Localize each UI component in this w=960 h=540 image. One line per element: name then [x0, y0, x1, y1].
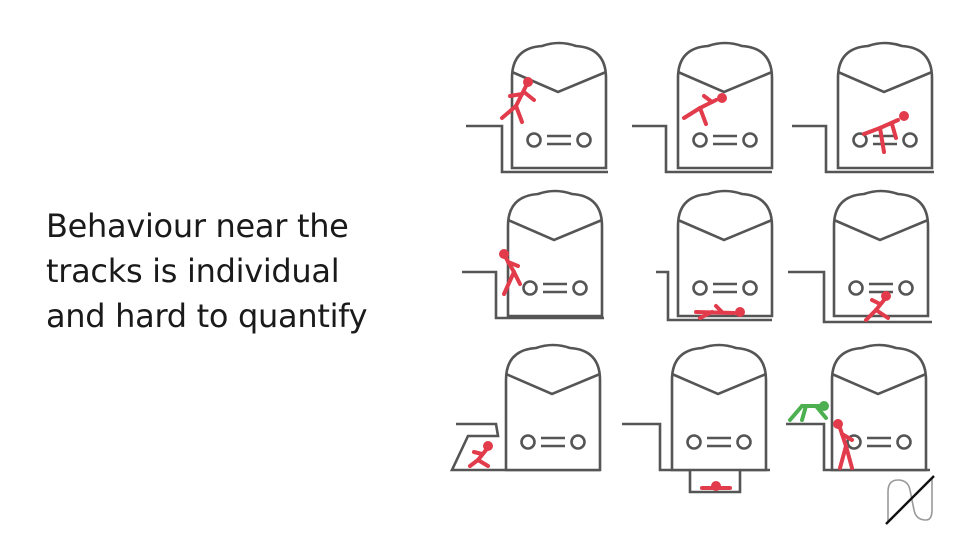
brand-logo-icon [885, 475, 935, 525]
headline-line-3: and hard to quantify [46, 297, 368, 335]
panel-2 [632, 41, 774, 174]
headline: Behaviour near the tracks is individual … [46, 204, 426, 339]
headline-line-1: Behaviour near the [46, 207, 349, 245]
stick-figure-icon [694, 304, 745, 320]
stick-figure-alt-icon [788, 401, 829, 422]
headline-line-2: tracks is individual [46, 252, 340, 290]
stick-figure-icon [700, 481, 732, 491]
panel-9 [786, 343, 930, 472]
panel-3 [792, 41, 934, 174]
panel-7 [449, 343, 602, 472]
stick-figure-icon [499, 249, 522, 296]
stick-figure-icon [468, 441, 493, 468]
stick-figure-icon [862, 111, 909, 154]
panel-6 [788, 189, 932, 324]
panel-4 [462, 189, 604, 320]
panel-8 [622, 343, 770, 494]
panel-5 [656, 189, 774, 322]
stick-figure-icon [500, 77, 536, 124]
panel-1 [466, 41, 608, 174]
stick-figure-icon [682, 93, 727, 126]
stick-figure-icon [833, 419, 854, 470]
stick-figure-icon [864, 291, 891, 322]
